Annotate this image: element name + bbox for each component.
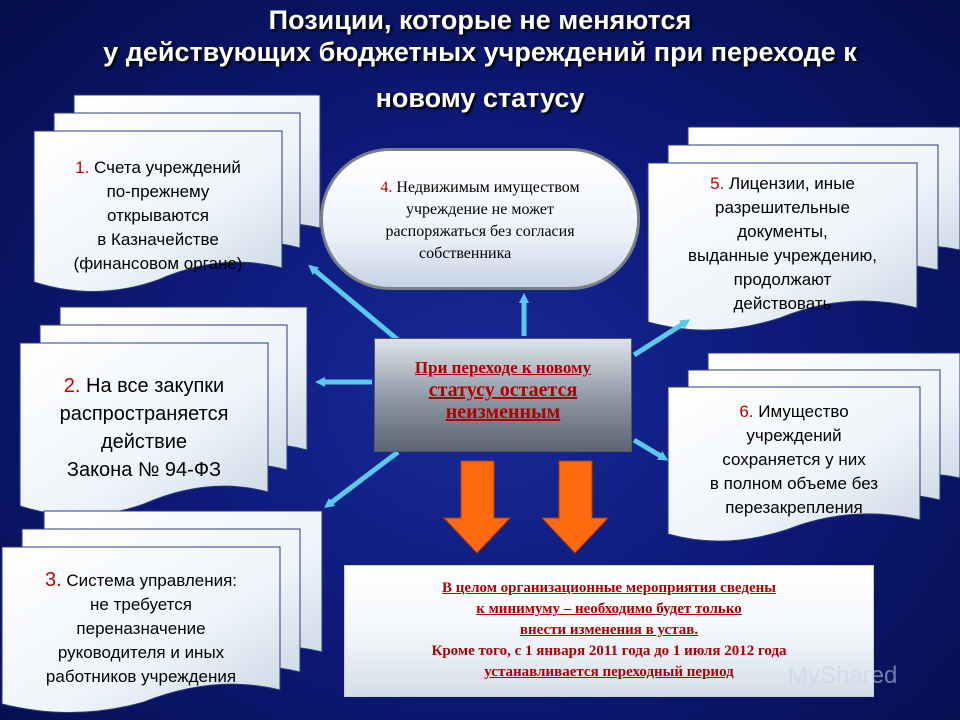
- item-4-line: Недвижимым имуществом: [396, 179, 580, 196]
- doc-stack-6: [667, 352, 960, 542]
- item-6-number: 6.: [739, 402, 754, 421]
- item-2-line: На все закупки: [86, 375, 225, 397]
- item-6-text: 6. Имущество учреждений сохраняется у ни…: [668, 400, 920, 520]
- item-6-line: перезакрепления: [725, 498, 863, 517]
- note-line4: Кроме того, с 1 января 2011 года до 1 ию…: [431, 643, 787, 659]
- item-6-line: Имущество: [758, 402, 849, 421]
- note-line3: внести изменения в устав.: [519, 622, 699, 638]
- item-2-line: Закона № 94-ФЗ: [66, 459, 222, 481]
- title-line2: у действующих бюджетных учреждений при п…: [103, 37, 857, 67]
- item-3-text: 3. Система управления: не требуется пере…: [2, 568, 280, 689]
- item-3-line: работников учреждения: [45, 667, 237, 686]
- item-1-text: 1. Счета учреждений по-прежнему открываю…: [34, 156, 282, 276]
- doc-stack-2: [19, 306, 308, 516]
- item-4-line: распоряжаться без согласия: [385, 223, 575, 240]
- item-1-line: Счета учреждений: [94, 158, 241, 177]
- note-line2: к минимуму – необходимо будет только: [476, 601, 742, 617]
- title-line3: новому статусу: [375, 83, 585, 113]
- item-5-line: выданные учреждению,: [688, 246, 877, 265]
- arrow-to-item-5: [632, 319, 691, 358]
- item-4-oval: 4. Недвижимым имуществом учреждение не м…: [320, 148, 640, 290]
- item-2-text: 2. На все закупки распространяется дейст…: [20, 372, 268, 484]
- down-arrow-right: [540, 460, 610, 554]
- title-line1: Позиции, которые не меняются: [268, 5, 692, 35]
- item-3-line: руководителя и иных: [57, 643, 225, 662]
- watermark: MyShared: [788, 662, 898, 689]
- item-5-line: продолжают: [733, 270, 832, 289]
- item-2-line: действие: [100, 431, 188, 453]
- item-3-line: не требуется: [90, 595, 192, 614]
- item-4-line: собственника: [419, 245, 512, 262]
- doc-stack-5: [647, 126, 960, 331]
- center-line3: неизменным: [445, 401, 561, 423]
- connector-arrows: [308, 264, 691, 509]
- note-box: В целом организационные мероприятия свед…: [344, 565, 874, 697]
- doc-stack-1: [33, 94, 321, 292]
- item-5-line: документы,: [737, 222, 828, 241]
- item-6-line: сохраняется у них: [722, 450, 866, 469]
- arrow-to-item-6: [632, 437, 669, 461]
- note-line5: устанавливается переходный период: [484, 664, 734, 680]
- item-5-line: действовать: [733, 294, 832, 313]
- item-3-line: Система управления:: [66, 571, 238, 590]
- doc-stack-3: [1, 510, 323, 714]
- item-4-number: 4.: [380, 179, 393, 196]
- title: Позиции, которые не меняются у действующ…: [0, 4, 960, 114]
- item-6-line: учреждений: [746, 426, 842, 445]
- item-5-line: разрешительные: [715, 198, 850, 217]
- note-line1: В целом организационные мероприятия свед…: [442, 580, 776, 596]
- down-arrow-left: [442, 460, 512, 554]
- item-1-line: (финансовом органе): [73, 254, 243, 273]
- center-line2: статусу остается: [428, 379, 578, 401]
- down-arrows: [442, 460, 610, 554]
- item-2-number: 2.: [63, 375, 81, 397]
- arrow-to-item-1: [308, 264, 400, 342]
- item-2-line: распространяется: [59, 403, 229, 425]
- item-5-number: 5.: [710, 174, 725, 193]
- item-5-text: 5. Лицензии, иные разрешительные докумен…: [648, 172, 917, 316]
- item-1-line: по-прежнему: [106, 182, 210, 201]
- item-4-line: учреждение не может: [406, 201, 554, 218]
- center-line1: При переходе к новому: [414, 358, 592, 377]
- item-5-line: Лицензии, иные: [729, 174, 855, 193]
- item-6-line: в полном объеме без: [709, 474, 879, 493]
- item-1-line: в Казначействе: [97, 230, 219, 249]
- arrow-to-item-3: [324, 450, 400, 509]
- item-3-number: 3.: [44, 569, 62, 591]
- center-box: При переходе к новому статусу остается н…: [374, 338, 632, 452]
- item-1-number: 1.: [75, 158, 90, 177]
- item-1-line: открываются: [107, 206, 209, 225]
- item-3-line: переназначение: [76, 619, 206, 638]
